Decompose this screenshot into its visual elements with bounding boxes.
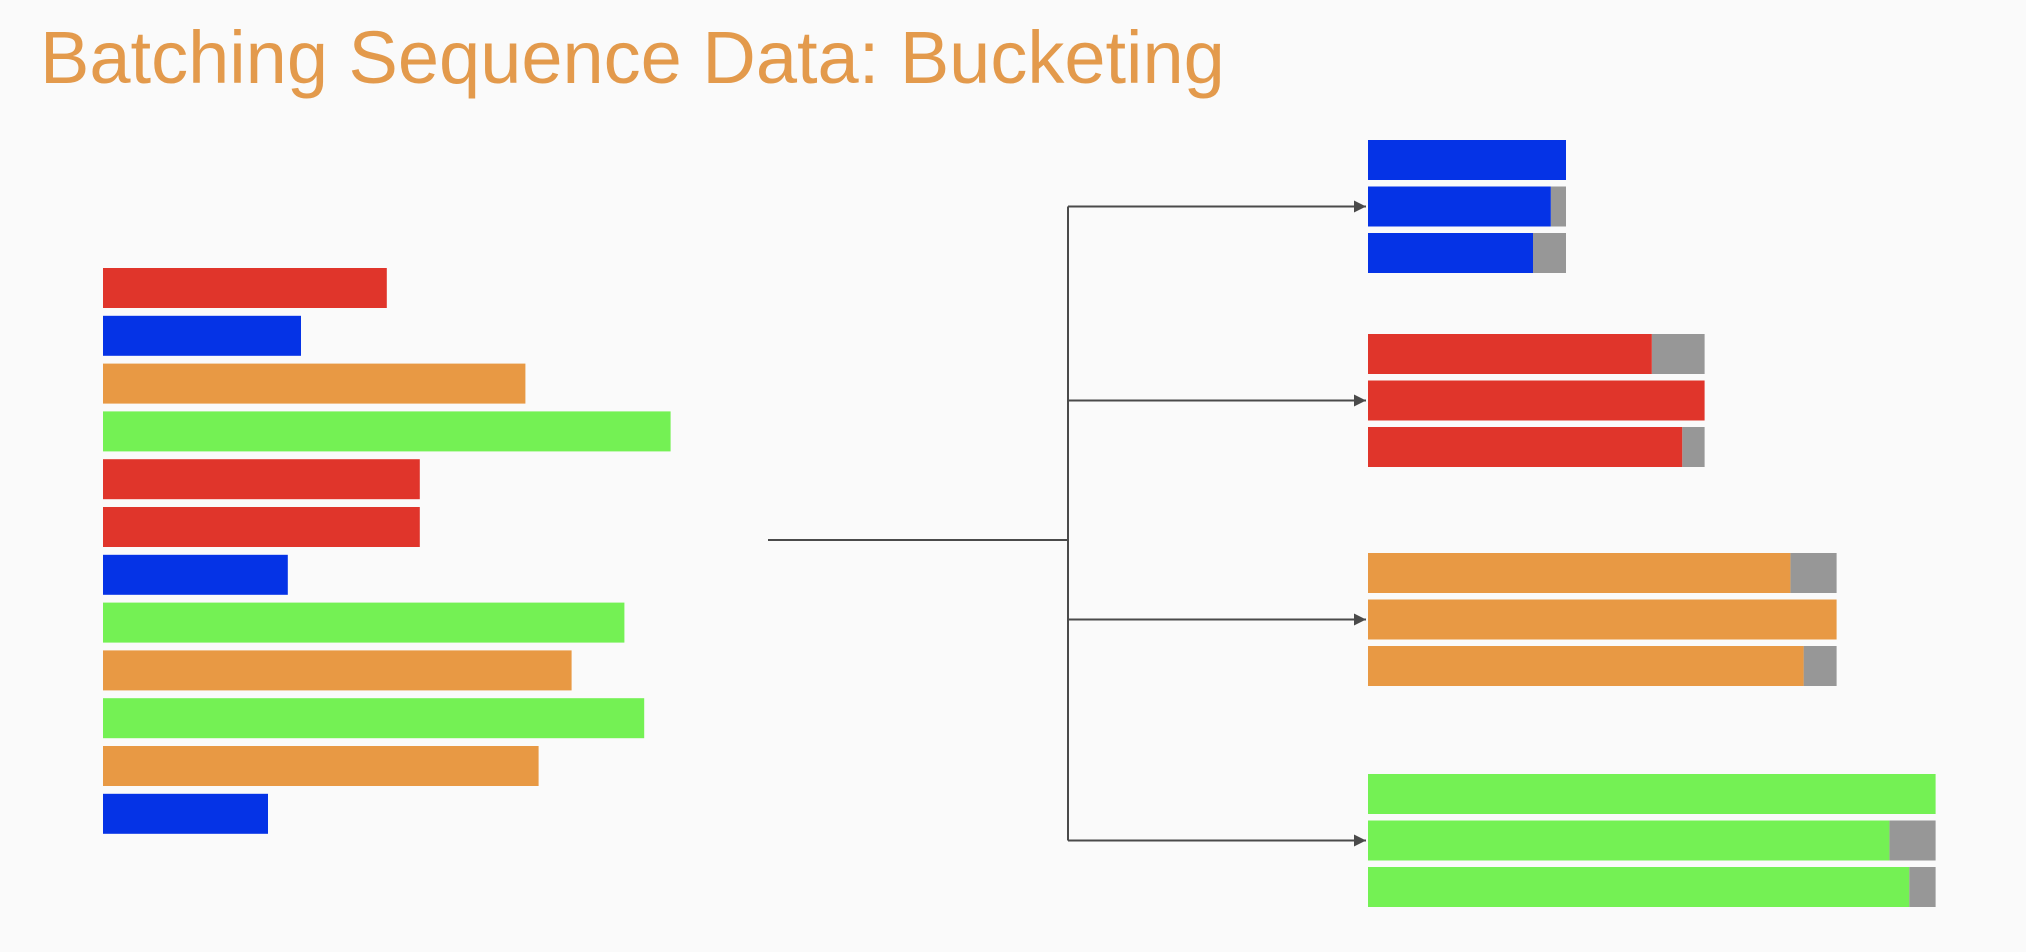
input-sequence-bar (103, 507, 420, 547)
padding-segment (1909, 867, 1936, 907)
input-sequence-bar (103, 650, 572, 691)
bucketed-sequence-bar (1368, 140, 1566, 180)
input-sequence-bar (103, 411, 671, 452)
bucketed-sequence-bar (1368, 553, 1791, 593)
input-sequence-bar (103, 363, 526, 404)
bucketed-sequence-bar (1368, 380, 1705, 421)
padding-segment (1550, 186, 1566, 227)
bucketed-sequence-bar (1368, 820, 1890, 861)
input-sequence-bar (103, 602, 625, 643)
bucketed-sequence-bar (1368, 186, 1551, 227)
padding-segment (1790, 553, 1837, 593)
padding-segment (1533, 233, 1566, 273)
bucketed-sequence-bar (1368, 599, 1837, 640)
input-sequence-bar (103, 554, 288, 595)
input-sequence-bar (103, 793, 268, 834)
input-sequence-bar (103, 315, 301, 356)
padding-segment (1803, 646, 1837, 686)
padding-segment (1889, 820, 1936, 861)
bucketed-sequence-bar (1368, 233, 1533, 273)
input-sequence-bar (103, 268, 387, 308)
input-sequence-bar (103, 746, 539, 786)
bucketed-sequence-bar (1368, 427, 1683, 467)
padding-segment (1651, 334, 1705, 374)
input-sequence-bar (103, 459, 420, 500)
slide-title: Batching Sequence Data: Bucketing (40, 16, 1225, 99)
bucketed-sequence-bar (1368, 646, 1804, 686)
padding-segment (1682, 427, 1705, 467)
bucketed-sequence-bar (1368, 867, 1910, 907)
input-sequence-bar (103, 698, 645, 739)
bucketed-sequence-bar (1368, 774, 1936, 814)
bucketed-sequence-bar (1368, 334, 1652, 374)
